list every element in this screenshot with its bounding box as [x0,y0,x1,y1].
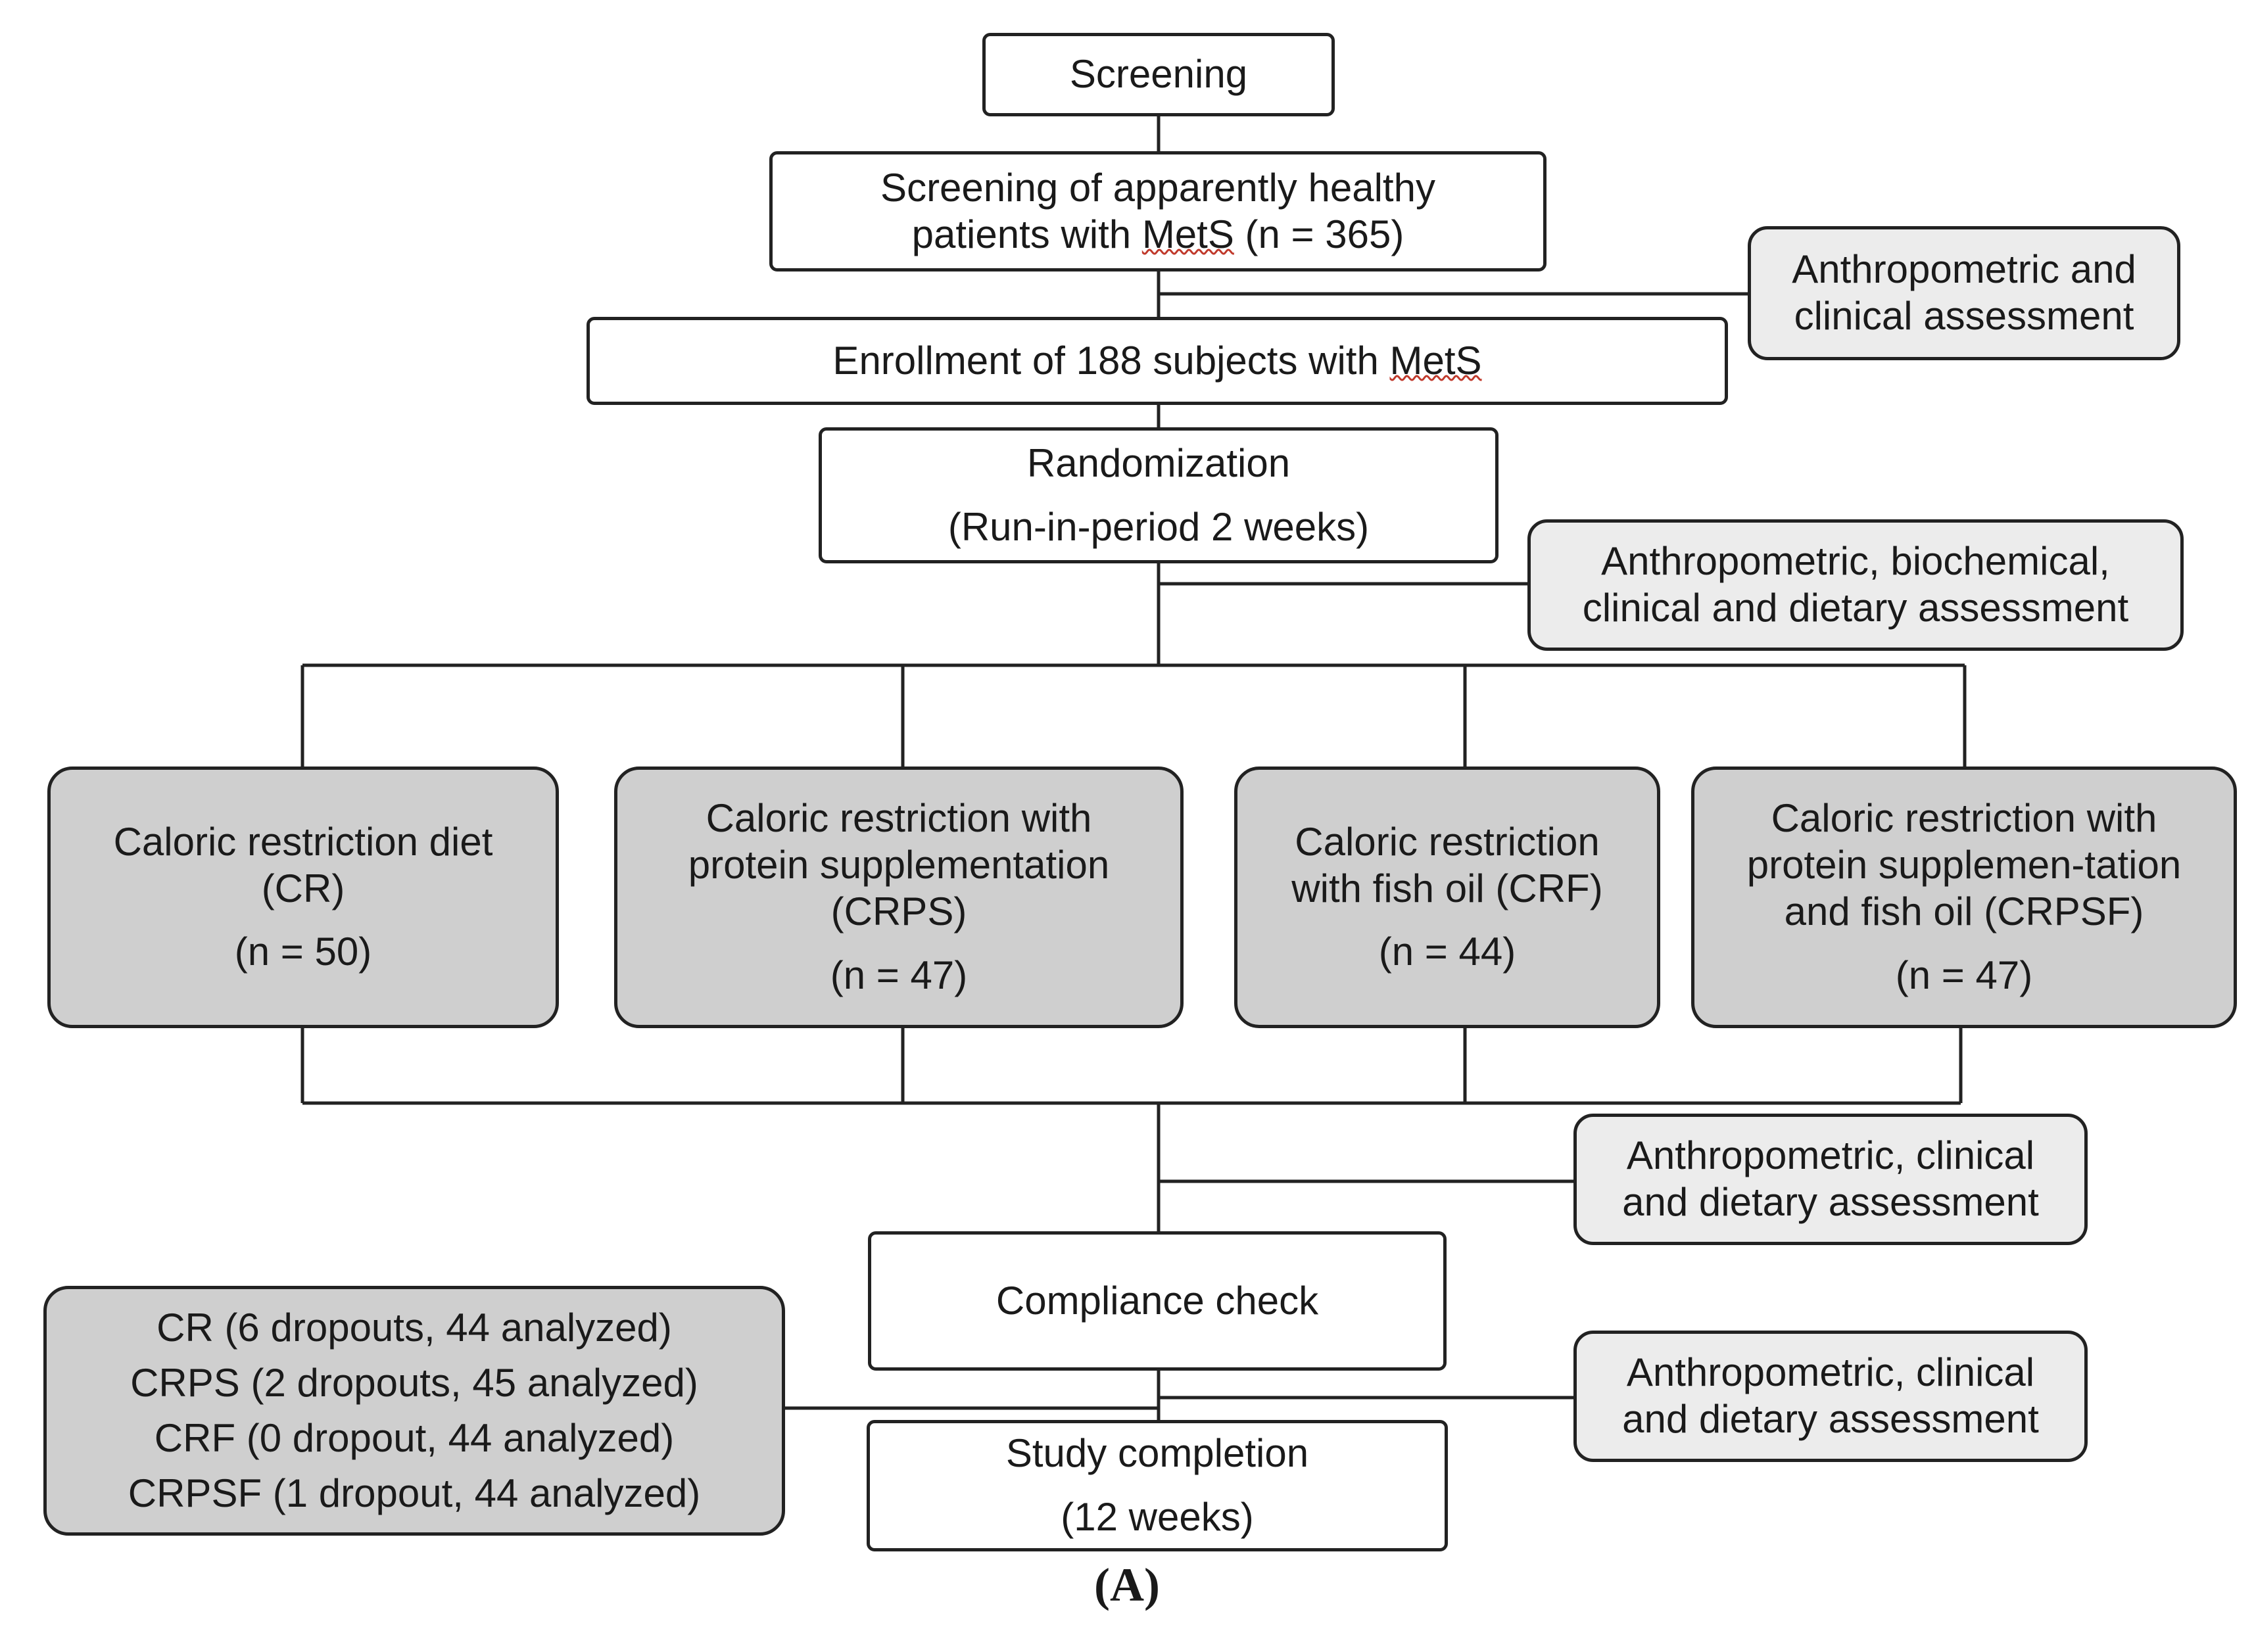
group-box-crpsf: Caloric restriction with protein supplem… [1691,767,2237,1028]
assessment-box-post-intervention: Anthropometric, clinical and dietary ass… [1573,1114,2088,1245]
group-crps-count: (n = 47) [830,953,968,997]
dropouts-crf: CRF (0 dropout, 44 analyzed) [154,1416,675,1460]
group-cr-line2: (CR) [261,866,345,910]
group-cr-count: (n = 50) [234,930,372,974]
compliance-label: Compliance check [995,1278,1319,1323]
assessment-box-biochemical: Anthropometric, biochemical, clinical an… [1527,519,2184,651]
randomization-line1: Randomization [1026,440,1291,485]
assessment-3-line1: Anthropometric, clinical [1626,1133,2035,1178]
group-box-cr: Caloric restriction diet (CR) (n = 50) [47,767,559,1028]
study-completion-box: Study completion (12 weeks) [867,1420,1448,1551]
study-completion-line2: (12 weeks) [1061,1495,1254,1539]
compliance-box: Compliance check [868,1231,1447,1371]
group-box-crps: Caloric restriction with protein supplem… [614,767,1184,1028]
assessment-1-line1: Anthropometric and [1792,247,2136,292]
group-crps-line2: protein supplementation [688,843,1110,887]
dropouts-crps: CRPS (2 dropouts, 45 analyzed) [130,1361,698,1405]
randomization-box: Randomization (Run-in-period 2 weeks) [819,427,1499,563]
group-crf-line2: with fish oil (CRF) [1291,866,1603,910]
group-crpsf-line1: Caloric restriction with [1771,796,2157,841]
randomization-line2: (Run-in-period 2 weeks) [947,504,1370,549]
figure-caption: (A) [1094,1559,1160,1611]
enrollment-label: Enrollment of 188 subjects with MetS [832,338,1482,383]
group-crf-count: (n = 44) [1378,930,1516,974]
screening-healthy-line1: Screening of apparently healthy [880,165,1435,210]
group-crpsf-line2: protein supplemen-tation [1746,843,2182,887]
assessment-3-line2: and dietary assessment [1622,1180,2039,1224]
assessment-4-line2: and dietary assessment [1622,1397,2039,1441]
assessment-4-line1: Anthropometric, clinical [1626,1350,2035,1395]
group-crf-line1: Caloric restriction [1295,819,1600,864]
dropouts-cr: CR (6 dropouts, 44 analyzed) [156,1306,672,1350]
dropouts-crpsf: CRPSF (1 dropout, 44 analyzed) [128,1471,701,1515]
group-cr-line1: Caloric restriction diet [113,819,493,864]
dropouts-box: CR (6 dropouts, 44 analyzed) CRPS (2 dro… [43,1286,785,1536]
group-crpsf-count: (n = 47) [1895,953,2033,997]
assessment-box-anthropometric-clinical: Anthropometric and clinical assessment [1748,226,2180,360]
screening-box: Screening [982,33,1335,116]
study-completion-line1: Study completion [1005,1431,1309,1476]
assessment-2-line2: clinical and dietary assessment [1582,586,2129,630]
assessment-box-completion: Anthropometric, clinical and dietary ass… [1573,1331,2088,1462]
screening-healthy-line2: patients with MetS (n = 365) [911,212,1404,256]
group-crpsf-line3: and fish oil (CRPSF) [1784,889,2144,933]
screening-label: Screening [1069,52,1248,97]
assessment-2-line1: Anthropometric, biochemical, [1601,539,2110,584]
group-crps-line1: Caloric restriction with [706,796,1092,841]
enrollment-box: Enrollment of 188 subjects with MetS [587,317,1728,405]
assessment-1-line2: clinical assessment [1794,294,2134,338]
group-box-crf: Caloric restriction with fish oil (CRF) … [1234,767,1660,1028]
group-crps-line3: (CRPS) [830,889,967,933]
screening-healthy-box: Screening of apparently healthy patients… [769,151,1547,271]
